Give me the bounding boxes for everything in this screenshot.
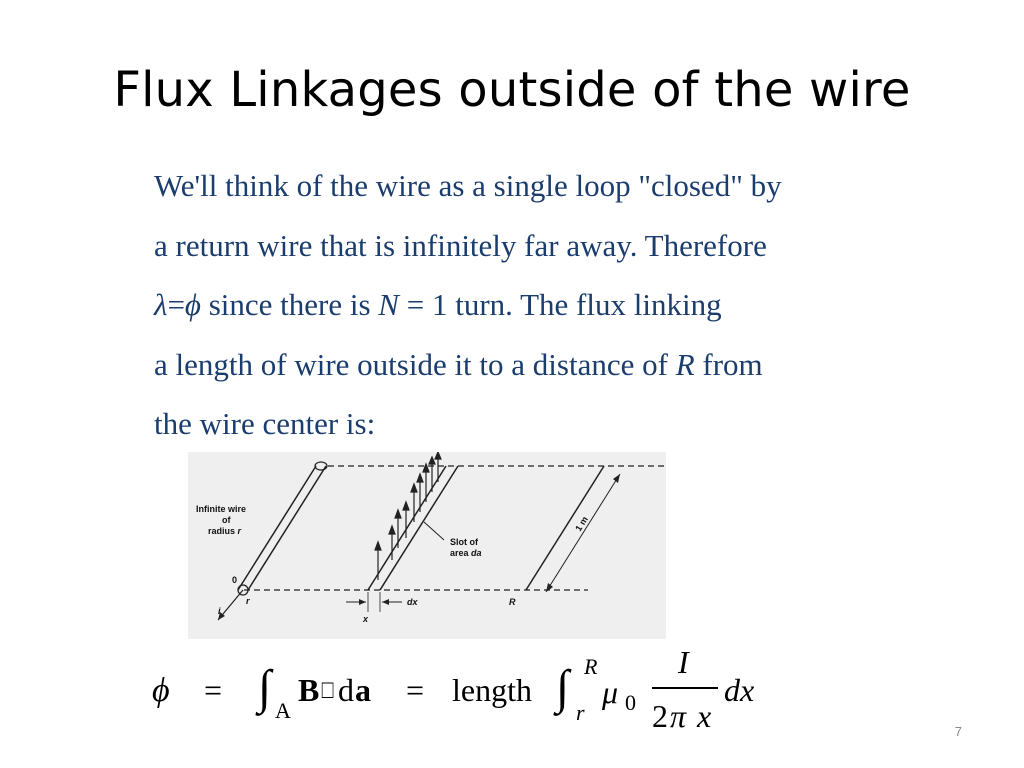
body-line-3-text-a: since there is — [200, 287, 379, 322]
body-line-4-text-b: from — [694, 347, 763, 382]
wire-edge-left — [237, 465, 317, 591]
eq-vector-a: a — [355, 672, 371, 708]
slot-edge-right — [379, 465, 459, 591]
one-meter-arrowhead-bottom — [546, 583, 553, 592]
r-boundary-line — [525, 465, 605, 591]
r-symbol: R — [675, 347, 695, 382]
label-origin: 0 — [232, 575, 237, 585]
n-symbol: N — [378, 287, 399, 322]
label-dx: dx — [407, 597, 418, 607]
slot-edge-left — [367, 465, 447, 591]
body-line-4-text-a: a length of wire outside it to a distanc… — [154, 347, 676, 382]
body-line-2: a return wire that is infinitely far awa… — [154, 228, 767, 263]
eq-upper-limit: R — [584, 654, 598, 679]
label-big-r: R — [509, 597, 516, 607]
body-line-4: a length of wire outside it to a distanc… — [154, 347, 763, 383]
eq-fraction-bar — [652, 687, 718, 689]
eq-subscript-a: A — [275, 698, 291, 723]
eq-dot: ⎕ — [321, 678, 335, 703]
lambda-symbol: λ — [154, 287, 168, 322]
body-line-3-text-b: = 1 turn. The flux linking — [398, 287, 722, 322]
label-wire-1: Infinite wire — [196, 504, 246, 514]
eq-dx: dx — [724, 672, 755, 708]
eq-mu: μ — [602, 674, 619, 710]
dx-arrowhead-left — [359, 599, 366, 605]
wire-cross-section — [237, 584, 249, 596]
eq-vector-b: B — [298, 672, 320, 708]
eq-numerator-i: I — [678, 644, 689, 680]
one-meter-dimension — [545, 473, 621, 593]
body-line-3: λ=ϕ since there is N = 1 turn. The flux … — [154, 287, 722, 323]
label-current-i: i — [218, 606, 221, 616]
body-line-5: the wire center is: — [154, 406, 376, 441]
label-slot-1: Slot of — [450, 537, 479, 547]
phi-symbol: ϕ — [184, 287, 201, 322]
equals-sign: = — [167, 287, 185, 322]
page-number: 7 — [954, 724, 962, 739]
label-wire-2: of — [222, 515, 231, 525]
eq-equals-1: = — [204, 672, 223, 708]
slot-leader-line — [423, 521, 445, 541]
eq-denominator-pi: π — [670, 698, 687, 734]
eq-lower-limit: r — [576, 700, 585, 725]
flux-arrows — [374, 452, 442, 580]
eq-mu-subscript: 0 — [625, 690, 636, 715]
dx-arrowhead-right — [382, 599, 389, 605]
wire-edge-right — [247, 465, 327, 591]
slide-title: Flux Linkages outside of the wire — [113, 62, 911, 118]
eq-denominator-2: 2 — [652, 698, 668, 734]
wire-flux-figure: Infinite wire of radius r Slot of area d… — [188, 452, 666, 639]
flux-equation: ϕ = ∫ A B ⎕ d a = length ∫ R r μ 0 I 2 π… — [0, 640, 1024, 750]
eq-integral-1: ∫ — [258, 661, 272, 714]
label-x: x — [362, 614, 369, 624]
eq-phi: ϕ — [152, 672, 170, 709]
wire-top-end — [314, 461, 328, 471]
eq-length: length — [452, 672, 532, 708]
one-meter-arrowhead-top — [613, 474, 620, 483]
eq-denominator-x: x — [697, 698, 712, 734]
label-radius-r: r — [246, 596, 250, 606]
label-wire-3: radius r — [208, 526, 242, 536]
eq-equals-2: = — [406, 672, 425, 708]
body-line-1: We'll think of the wire as a single loop… — [154, 168, 782, 203]
label-slot-2: area da — [450, 548, 482, 558]
eq-d: d — [338, 672, 354, 708]
current-arrowhead — [218, 612, 225, 620]
eq-integral-2: ∫ — [556, 661, 570, 714]
label-one-meter: 1 m — [573, 515, 590, 533]
